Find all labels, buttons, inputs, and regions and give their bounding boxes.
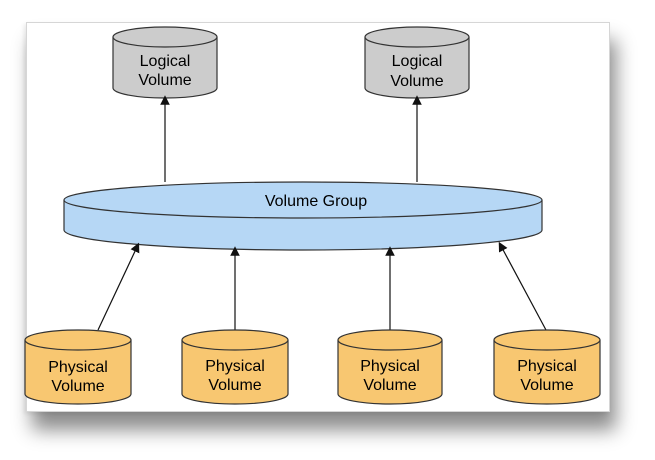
physical-volume-1-label-line2: Volume [51, 378, 104, 395]
physical-volume-2-top [181, 329, 289, 351]
physical-volume-3-label-line2: Volume [363, 377, 416, 394]
physical-volume-4-label-line2: Volume [520, 377, 573, 394]
arrow-physical-4-to-group [498, 241, 547, 331]
arrow-physical-1-to-group [97, 242, 140, 331]
logical-volume-2: Logical Volume [364, 26, 470, 99]
physical-volume-1-body [24, 340, 132, 405]
volume-group: Volume Group [63, 181, 543, 251]
logical-volume-1-top [112, 26, 218, 48]
physical-volume-4-label-line1: Physical [517, 358, 577, 375]
volume-group-top [63, 181, 543, 219]
logical-volume-2-top [364, 26, 470, 48]
physical-volume-2-label-line1: Physical [205, 358, 265, 375]
logical-volume-1: Logical Volume [112, 26, 218, 99]
physical-volume-1-top [24, 329, 132, 351]
logical-volume-1-label-line2: Volume [138, 72, 191, 89]
physical-volume-1-label-line1: Physical [48, 359, 108, 376]
physical-volume-4-body [493, 340, 601, 405]
physical-volume-4: Physical Volume [493, 329, 601, 405]
physical-volume-2: Physical Volume [181, 329, 289, 405]
volume-group-label: Volume Group [265, 193, 367, 210]
physical-volume-2-body [181, 340, 289, 405]
physical-volume-3: Physical Volume [337, 329, 443, 405]
physical-volume-2-label-line2: Volume [208, 377, 261, 394]
physical-volume-4-top [493, 329, 601, 351]
physical-volume-3-top [337, 329, 443, 351]
logical-volume-1-label-line1: Logical [140, 53, 191, 70]
logical-volume-2-label-line2: Volume [390, 73, 443, 90]
physical-volume-3-label-line1: Physical [360, 358, 420, 375]
physical-volume-3-body [337, 340, 443, 405]
logical-volume-2-label-line1: Logical [392, 53, 443, 70]
physical-volume-1: Physical Volume [24, 329, 132, 405]
